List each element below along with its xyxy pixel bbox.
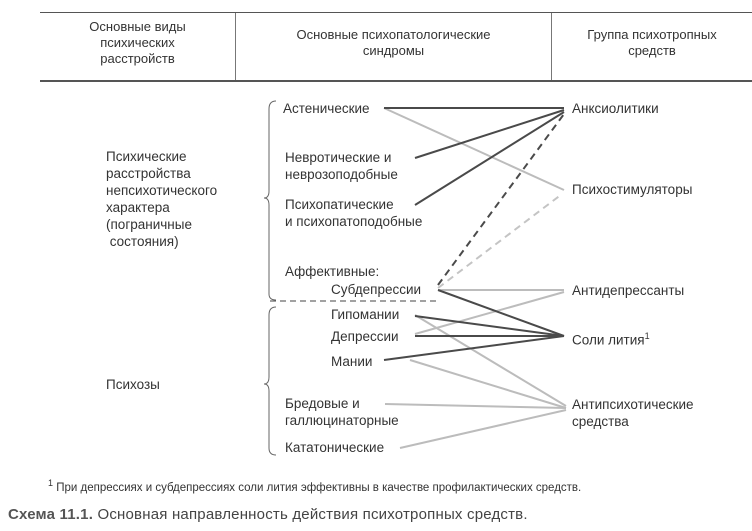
figure-caption: Схема 11.1. Основная направленность дейс… xyxy=(8,506,528,523)
header-col-drugs: Группа психотропных средств xyxy=(552,27,752,59)
header-col-syndromes: Основные психопатологические синдромы xyxy=(236,27,551,59)
footnote-mark: 1 xyxy=(48,478,54,488)
line-subdepression-anxiolytics xyxy=(437,113,565,286)
bracket-psychoses xyxy=(263,306,277,456)
caption-label: Схема 11.1. xyxy=(8,506,94,523)
line-depression-antidepressants xyxy=(414,291,565,335)
line-mania-lithium xyxy=(383,335,565,361)
syndrome-delusional-line: галлюцинаторные xyxy=(285,413,399,428)
syndrome-neurotic: Невротические и неврозоподобные xyxy=(285,149,398,183)
drug-lithium-footnote-mark: 1 xyxy=(644,331,650,341)
drug-lithium-label: Соли лития xyxy=(572,332,645,348)
header-col-disorders-line: психических xyxy=(100,35,175,50)
line-mania-antipsychotics xyxy=(409,359,567,409)
syndrome-psychopathic: Психопатические и психопатоподобные xyxy=(285,196,422,230)
bracket-nonpsychotic xyxy=(263,100,277,301)
header-separator-2 xyxy=(551,13,552,80)
header-col-disorders: Основные виды психических расстройств xyxy=(40,19,235,67)
line-subdepression-lithium xyxy=(437,289,565,337)
group-nonpsychotic-line: (пограничные xyxy=(106,217,192,232)
syndrome-affective: Аффективные: xyxy=(285,264,380,279)
group-psychoses: Психозы xyxy=(106,377,160,392)
group-nonpsychotic-line: характера xyxy=(106,200,170,215)
header-col-drugs-line: средств xyxy=(628,43,676,58)
header-col-disorders-line: Основные виды xyxy=(89,19,186,34)
header-col-disorders-line: расстройств xyxy=(100,51,175,66)
line-psychopathic-anxiolytics xyxy=(414,111,565,206)
line-hypomania-antipsychotics xyxy=(414,314,567,407)
syndrome-hypomania: Гипомании xyxy=(331,307,400,322)
drug-lithium: Соли лития1 xyxy=(572,328,650,349)
drug-anxiolytics: Анксиолитики xyxy=(572,101,659,116)
header-col-syndromes-line: синдромы xyxy=(362,43,425,58)
header-col-syndromes-line: Основные психопатологические xyxy=(296,27,491,42)
syndrome-subdepression: Субдепрессии xyxy=(331,282,422,297)
syndrome-psychopathic-line: Психопатические xyxy=(285,197,394,212)
line-delusional-antipsychotics xyxy=(384,403,567,409)
caption-text: Основная направленность действия психотр… xyxy=(93,506,528,523)
line-neurotic-anxiolytics xyxy=(414,109,565,159)
drug-antipsychotics: Антипсихотические средства xyxy=(572,396,694,430)
header-col-drugs-line: Группа психотропных xyxy=(587,27,717,42)
drug-antipsychotics-line: средства xyxy=(572,414,629,429)
line-catatonic-antipsychotics xyxy=(399,409,567,449)
header-bottom-rule xyxy=(40,80,752,82)
syndrome-delusional: Бредовые и галлюцинаторные xyxy=(285,395,399,429)
line-asthenic-psychostimulants xyxy=(383,107,565,191)
drug-psychostimulants: Психостимуляторы xyxy=(572,182,693,197)
syndrome-neurotic-line: Невротические и xyxy=(285,150,392,165)
drug-antipsychotics-line: Антипсихотические xyxy=(572,397,694,412)
group-nonpsychotic-line: Психические xyxy=(106,149,187,164)
group-nonpsychotic: Психические расстройства непсихотическог… xyxy=(106,148,217,250)
drug-antidepressants: Антидепрессанты xyxy=(572,283,685,298)
line-subdepression-psychostimulants xyxy=(437,193,563,289)
group-nonpsychotic-line: непсихотического xyxy=(106,183,218,198)
syndrome-psychopathic-line: и психопатоподобные xyxy=(285,214,423,229)
line-hypomania-lithium xyxy=(414,315,565,337)
footnote: 1 При депрессиях и субдепрессиях соли ли… xyxy=(48,478,581,494)
header-top-rule xyxy=(40,12,752,13)
syndrome-catatonic: Кататонические xyxy=(285,440,385,455)
header-separator-1 xyxy=(235,13,236,80)
syndrome-mania: Мании xyxy=(331,354,373,369)
syndrome-delusional-line: Бредовые и xyxy=(285,396,360,411)
group-nonpsychotic-line: состояния) xyxy=(106,234,179,249)
syndrome-neurotic-line: неврозоподобные xyxy=(285,167,398,182)
group-nonpsychotic-line: расстройства xyxy=(106,166,191,181)
footnote-text: При депрессиях и субдепрессиях соли лити… xyxy=(53,481,582,494)
syndrome-depression: Депрессии xyxy=(331,329,399,344)
syndrome-asthenic: Астенические xyxy=(283,101,370,116)
